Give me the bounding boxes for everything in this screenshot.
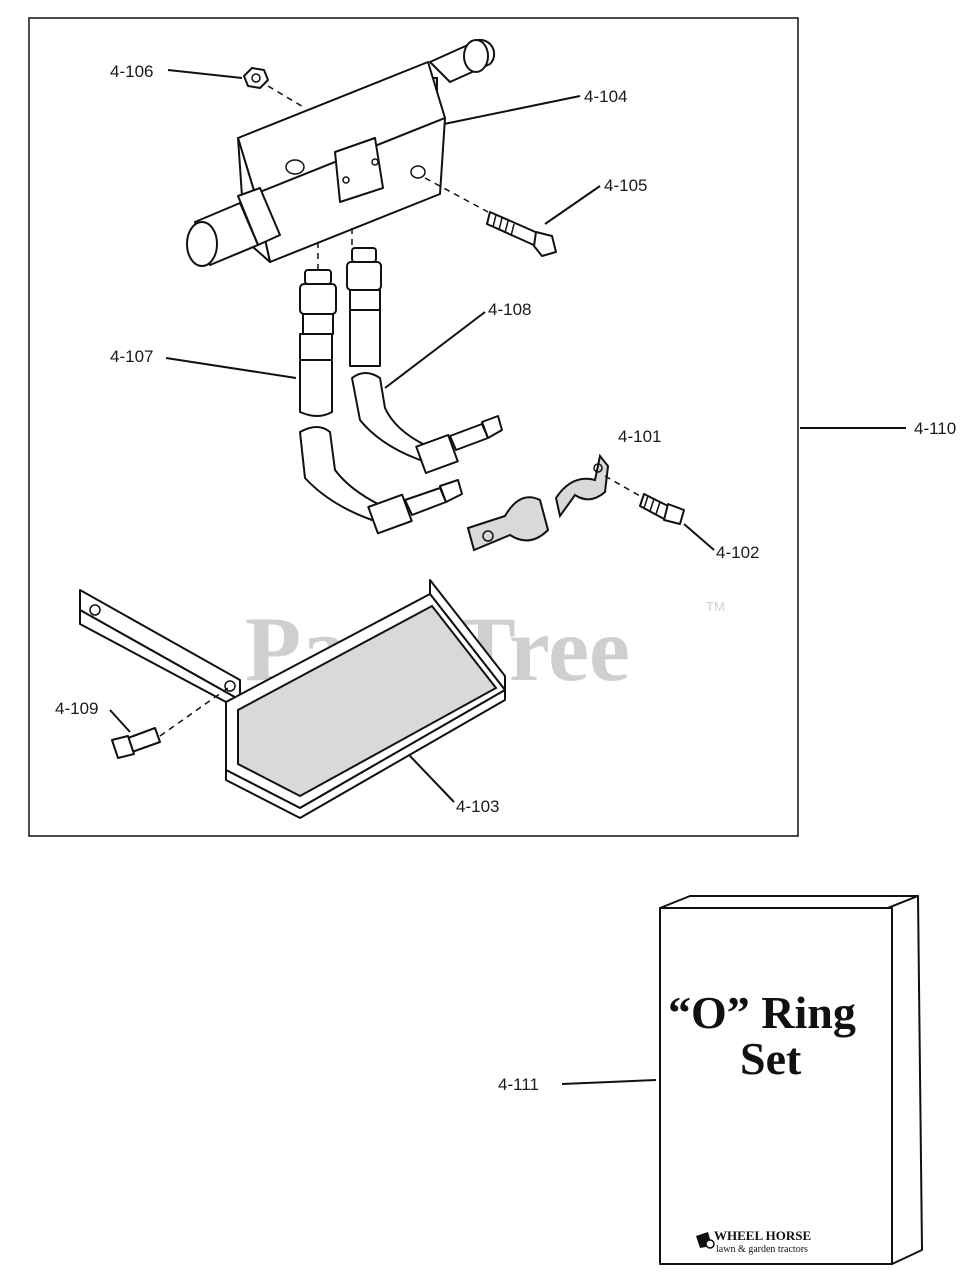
callout-4-111: 4-111 [498, 1075, 539, 1094]
box-title-line1: “O” Ring [668, 987, 856, 1038]
callout-4-107: 4-107 [110, 347, 153, 366]
watermark-tm: TM [706, 599, 725, 614]
bolt-4-109 [111, 727, 161, 759]
valve-body-4-104 [186, 38, 496, 267]
wheel-horse-logo-icon [696, 1232, 715, 1249]
leader-4-106 [167, 69, 243, 79]
nut-4-106 [243, 67, 269, 89]
o-ring-set-box: “O” Ring Set WHEEL HORSE lawn & garden t… [659, 895, 923, 1265]
hose-4-108 [346, 247, 503, 474]
callout-4-103: 4-103 [456, 797, 499, 816]
leader-4-105 [544, 185, 601, 225]
box-brand-sub: lawn & garden tractors [716, 1244, 808, 1255]
bolt-4-102 [639, 493, 685, 525]
leader-4-108 [384, 311, 486, 389]
box-brand: WHEEL HORSE [714, 1228, 811, 1243]
callout-4-101: 4-101 [618, 427, 661, 446]
callout-4-109: 4-109 [55, 699, 98, 718]
leader-4-111 [561, 1079, 657, 1085]
hose-4-107 [299, 269, 463, 535]
callout-4-110: 4-110 [914, 419, 956, 438]
callout-4-105: 4-105 [604, 176, 647, 195]
callout-4-102: 4-102 [716, 543, 759, 562]
leader-4-102 [683, 523, 715, 551]
box-title-line2: Set [740, 1033, 802, 1084]
bracket-bolt-alignment [159, 687, 229, 737]
leader-4-104 [443, 95, 581, 125]
clamp-alignment-line [604, 475, 641, 497]
assembly-frame [28, 17, 799, 837]
clamp-4-101 [466, 453, 610, 552]
bracket-4-103 [79, 579, 506, 819]
callout-4-104: 4-104 [584, 87, 627, 106]
callout-4-106: 4-106 [110, 62, 153, 81]
callout-4-108: 4-108 [488, 300, 531, 319]
bolt-4-105 [486, 211, 557, 257]
leader-4-109 [109, 709, 131, 733]
bolt-alignment-line [424, 177, 489, 213]
nut-alignment-line [267, 85, 306, 109]
leader-4-103 [409, 755, 455, 803]
leader-4-107 [165, 357, 297, 379]
